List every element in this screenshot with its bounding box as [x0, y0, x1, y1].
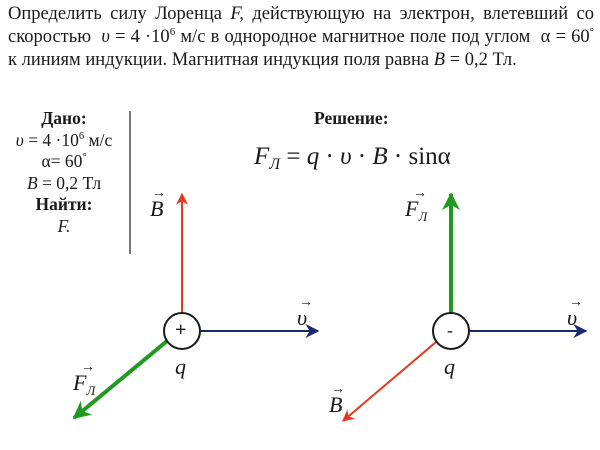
find-title: Найти:: [35, 194, 93, 214]
problem-statement: Определить силу Лоренца F, действующую н…: [8, 3, 594, 72]
formula-B: B: [372, 143, 388, 170]
formula-dot: ·: [351, 143, 373, 170]
left-velocity-label: →υ: [297, 295, 313, 330]
b-symbol: B: [433, 50, 446, 70]
lorentz-formula: FЛ = q · υ · B · sinα: [254, 143, 451, 173]
b-label-text: B: [150, 196, 164, 221]
formula-q: q: [306, 143, 320, 170]
left-diagram: [72, 192, 320, 420]
angle-value: α= 60: [41, 151, 83, 171]
right-charge-circle: [432, 312, 470, 350]
given-block: Дано: υ = 4 ·106 м/с α= 60° B = 0,2 Тл Н…: [0, 108, 128, 237]
problem-text: к линиям индукции. Магнитная индукция по…: [8, 50, 434, 70]
velocity-exponent: 6: [169, 26, 176, 38]
f-label-text: F: [405, 196, 419, 221]
formula-sin: sinα: [408, 143, 451, 170]
velocity-symbol: υ: [101, 27, 110, 47]
degree-sign: °: [82, 152, 87, 163]
right-b-vector-arrow: [342, 341, 437, 422]
given-velocity: υ = 4 ·106 м/с: [0, 130, 128, 152]
find-value: F.: [57, 215, 71, 236]
v-label-text: υ: [297, 305, 308, 330]
degree-sign: °: [589, 26, 594, 38]
left-charge-circle: [163, 312, 201, 350]
right-charge-sign: -: [447, 320, 453, 340]
b-value: = 0,2 Тл: [37, 172, 102, 193]
vector-arrow-icon: →: [413, 186, 427, 201]
b-value: = 0,2 Тл.: [445, 50, 517, 70]
velocity-symbol: υ: [15, 129, 24, 150]
left-force-vector-arrow: [72, 339, 169, 420]
f-label-text: F: [73, 370, 87, 395]
formula-dot: ·: [387, 143, 409, 170]
problem-text: Определить силу Лоренца: [8, 4, 231, 24]
problem-text: действующую на электрон, влетевший со ск…: [8, 4, 594, 47]
right-charge-label: q: [444, 354, 455, 379]
b-symbol: B: [26, 172, 38, 193]
left-charge-label: q: [175, 354, 186, 379]
velocity-value: = 4 ·10: [23, 129, 79, 150]
right-velocity-label: →υ: [567, 295, 583, 330]
velocity-exponent: 6: [78, 130, 85, 142]
vector-arrow-icon: →: [81, 360, 95, 375]
right-force-label: →FЛ: [405, 186, 427, 223]
given-divider: [129, 111, 131, 254]
vector-arrow-icon: →: [299, 295, 313, 310]
f-label-subscript: Л: [86, 383, 96, 398]
left-force-label: →FЛ: [73, 360, 95, 397]
formula-v: υ: [340, 143, 352, 170]
b-label-text: B: [329, 392, 343, 417]
left-charge-sign: +: [175, 319, 187, 341]
right-diagram: [342, 192, 588, 422]
vector-arrow-icon: →: [331, 382, 345, 397]
v-label-text: υ: [567, 305, 578, 330]
right-b-label: →B: [329, 382, 345, 417]
left-b-label: →B: [150, 186, 166, 221]
formula-F: F: [254, 143, 270, 170]
f-label-subscript: Л: [418, 209, 428, 224]
formula-dot: ·: [319, 143, 341, 170]
force-symbol: F,: [230, 4, 244, 24]
vector-arrow-icon: →: [152, 186, 166, 201]
solution-title: Решение:: [314, 108, 389, 128]
velocity-unit: м/с: [84, 129, 113, 150]
given-angle: α= 60°: [0, 151, 128, 173]
problem-text: м/с в однородное магнитное поле под угло…: [175, 27, 536, 47]
velocity-value: = 4 ·10: [109, 27, 170, 47]
angle-value: α = 60: [540, 27, 590, 47]
vector-arrow-icon: →: [569, 295, 583, 310]
given-b: B = 0,2 Тл: [0, 173, 128, 195]
given-title: Дано:: [41, 108, 87, 128]
formula-subscript: Л: [269, 156, 281, 173]
formula-equals: =: [280, 143, 307, 170]
